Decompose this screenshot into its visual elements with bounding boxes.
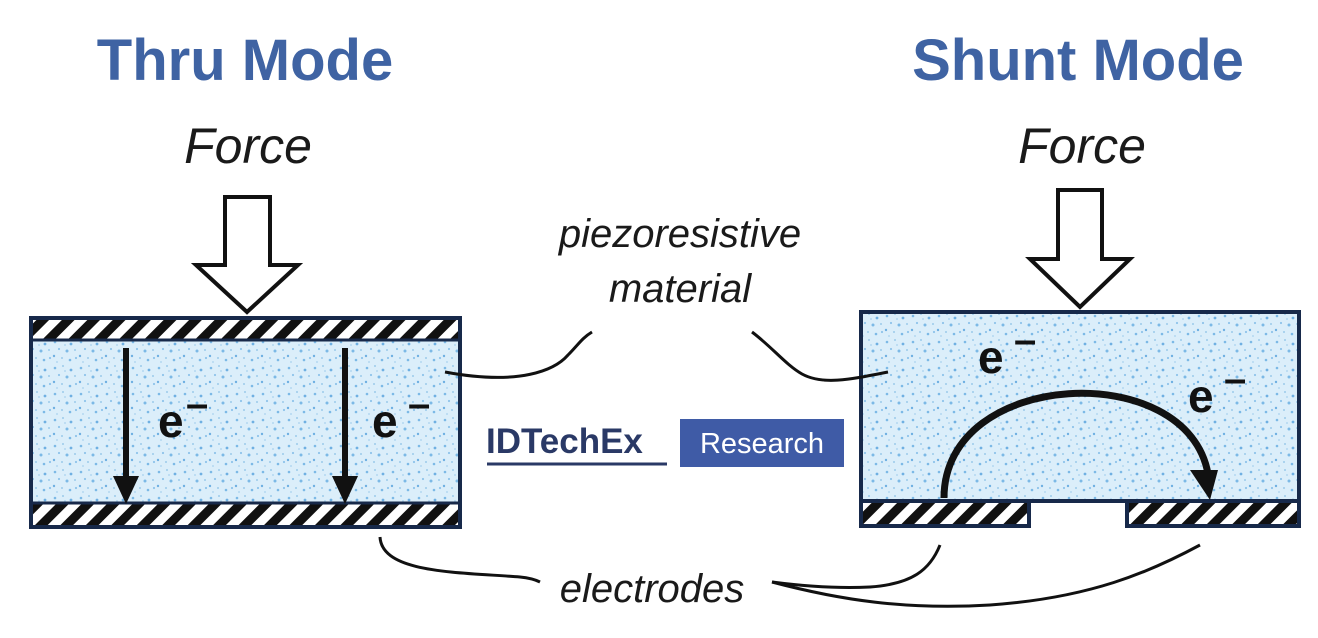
- logo-brand-text: IDTechEx: [486, 422, 643, 461]
- material-leader-left: [444, 330, 593, 379]
- idtechex-logo: IDTechEx Research: [486, 419, 844, 467]
- thru-top-electrode: [31, 318, 460, 340]
- shunt-electron-top: e: [978, 331, 1004, 383]
- thru-force-arrow: [190, 195, 304, 315]
- shunt-electron-right-sign: –: [1224, 357, 1246, 401]
- electrodes-callout: electrodes: [560, 567, 745, 611]
- thru-bottom-electrode: [31, 503, 460, 527]
- thru-electron-right: e: [372, 395, 398, 447]
- shunt-sensor: e – e –: [859, 310, 1301, 528]
- thru-electron-left-sign: –: [186, 382, 208, 426]
- thru-mode-title: Thru Mode: [97, 28, 393, 93]
- material-callout-line1: piezoresistive: [558, 212, 801, 256]
- thru-piezo-material: [31, 340, 460, 503]
- logo-badge: [680, 419, 844, 467]
- logo-tag-text: Research: [700, 428, 824, 460]
- electrodes-leader-shunt-left: [771, 544, 942, 590]
- material-callout-line2: material: [609, 267, 752, 311]
- thru-electron-right-sign: –: [408, 382, 430, 426]
- electrodes-leader-shunt-right: [771, 543, 1201, 608]
- shunt-current-arc: [940, 389, 1212, 499]
- thru-force-label: Force: [184, 118, 312, 174]
- shunt-left-electrode: [859, 499, 1031, 528]
- shunt-force-arrow: [1025, 188, 1135, 310]
- thru-electron-left: e: [158, 395, 184, 447]
- shunt-piezo-material: [859, 310, 1301, 503]
- shunt-mode-title: Shunt Mode: [912, 28, 1244, 93]
- shunt-right-electrode: [1125, 499, 1301, 528]
- shunt-electron-top-sign: –: [1014, 318, 1036, 362]
- electrodes-leader-thru: [378, 536, 541, 584]
- thru-sensor-frame: [29, 316, 462, 529]
- thru-sensor: e – e –: [29, 316, 462, 529]
- shunt-force-label: Force: [1018, 118, 1146, 174]
- shunt-electron-right: e: [1188, 370, 1214, 422]
- material-leader-right: [751, 330, 889, 382]
